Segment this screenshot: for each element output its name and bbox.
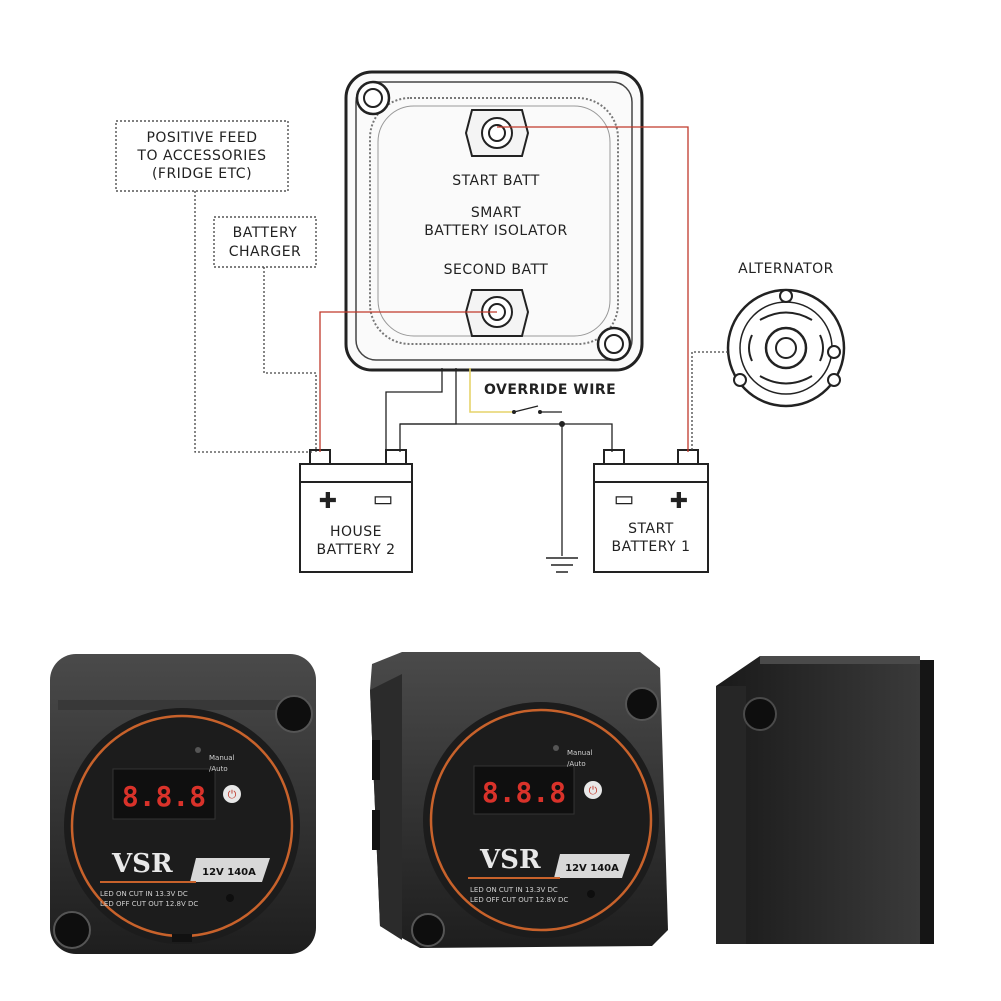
positive-feed-wire — [194, 191, 312, 453]
start-batt-label: START BATT — [452, 173, 540, 189]
manual-auto-line2: /Auto — [567, 760, 586, 768]
manual-auto-line2: /Auto — [209, 765, 228, 773]
led-off-text: LED OFF CUT OUT 12.8V DC — [100, 900, 198, 908]
vsr-front-view: 8.8.8 Manual /Auto ⏻ VSR 12V 140A LED ON… — [50, 654, 316, 954]
mount-hole-top-left — [355, 80, 391, 116]
minus-icon: ▭ — [373, 487, 394, 512]
power-icon: ⏻ — [589, 784, 598, 797]
led-on-text: LED ON CUT IN 13.3V DC — [100, 890, 188, 898]
led-display: 8.8.8 — [482, 776, 566, 809]
led-display: 8.8.8 — [122, 780, 206, 813]
start-batt-red-wire — [497, 126, 689, 452]
power-button[interactable] — [223, 785, 241, 803]
battery-charger-box: BATTERY CHARGER — [213, 216, 317, 268]
battery-isolator-label: BATTERY ISOLATOR — [424, 223, 568, 239]
rating-label: 12V 140A — [565, 863, 619, 874]
vsr-angled-view: 8.8.8 Manual /Auto ⏻ VSR 12V 140A LED ON… — [370, 652, 668, 948]
second-batt-terminal — [464, 289, 530, 337]
override-wire-label: OVERRIDE WIRE — [484, 382, 616, 398]
house-battery-2: ✚ ▭ HOUSE BATTERY 2 — [299, 449, 413, 573]
house-battery-line2: BATTERY 2 — [316, 542, 395, 558]
positive-feed-line2: TO ACCESSORIES — [136, 148, 266, 164]
plus-icon: ✚ — [319, 489, 337, 514]
smart-battery-isolator: START BATT SMART BATTERY ISOLATOR SECOND… — [344, 70, 644, 372]
vsr-brand: VSR — [479, 845, 541, 875]
product-photos: 8.8.8 Manual /Auto ⏻ VSR 12V 140A LED ON… — [50, 652, 934, 954]
led-on-text: LED ON CUT IN 13.3V DC — [470, 886, 558, 894]
house-negative-wire — [385, 368, 443, 452]
vsr-side-view — [716, 656, 934, 944]
power-button[interactable] — [584, 781, 602, 799]
ground-bus-wire — [400, 423, 613, 452]
battery-charger-line2: CHARGER — [229, 244, 302, 260]
positive-feed-line3: (FRIDGE ETC) — [152, 166, 252, 182]
vsr-brand: VSR — [111, 849, 173, 879]
start-battery-1: ▭ ✚ START BATTERY 1 — [593, 449, 709, 573]
alternator-label: ALTERNATOR — [738, 261, 834, 277]
start-battery-line2: BATTERY 1 — [611, 539, 690, 555]
isolator-ground-wire — [399, 368, 457, 452]
start-batt-terminal — [464, 109, 530, 157]
rating-label: 12V 140A — [202, 867, 256, 878]
start-battery-line1: START — [628, 521, 674, 537]
ground-icon — [546, 557, 578, 573]
manual-auto-line1: Manual — [209, 754, 234, 762]
led-off-text: LED OFF CUT OUT 12.8V DC — [470, 896, 568, 904]
charger-wire — [263, 267, 317, 452]
manual-auto-line1: Manual — [567, 749, 592, 757]
mount-hole-bottom-right — [596, 326, 632, 362]
second-batt-label: SECOND BATT — [444, 262, 549, 278]
battery-charger-line1: BATTERY — [233, 225, 298, 241]
alternator-feed-wire — [691, 351, 728, 452]
house-battery-line1: HOUSE — [330, 524, 382, 540]
minus-icon: ▭ — [614, 487, 635, 512]
second-batt-red-wire — [319, 311, 497, 452]
override-wire — [469, 368, 514, 413]
smart-label: SMART — [471, 205, 521, 221]
positive-feed-line1: POSITIVE FEED — [146, 130, 257, 146]
alternator: ALTERNATOR — [726, 261, 846, 408]
override-switch — [513, 405, 539, 413]
positive-feed-box: POSITIVE FEED TO ACCESSORIES (FRIDGE ETC… — [115, 120, 289, 192]
wires — [194, 126, 728, 556]
plus-icon: ✚ — [670, 489, 688, 514]
power-icon: ⏻ — [228, 788, 237, 801]
wiring-diagram: START BATT SMART BATTERY ISOLATOR SECOND… — [115, 70, 846, 573]
